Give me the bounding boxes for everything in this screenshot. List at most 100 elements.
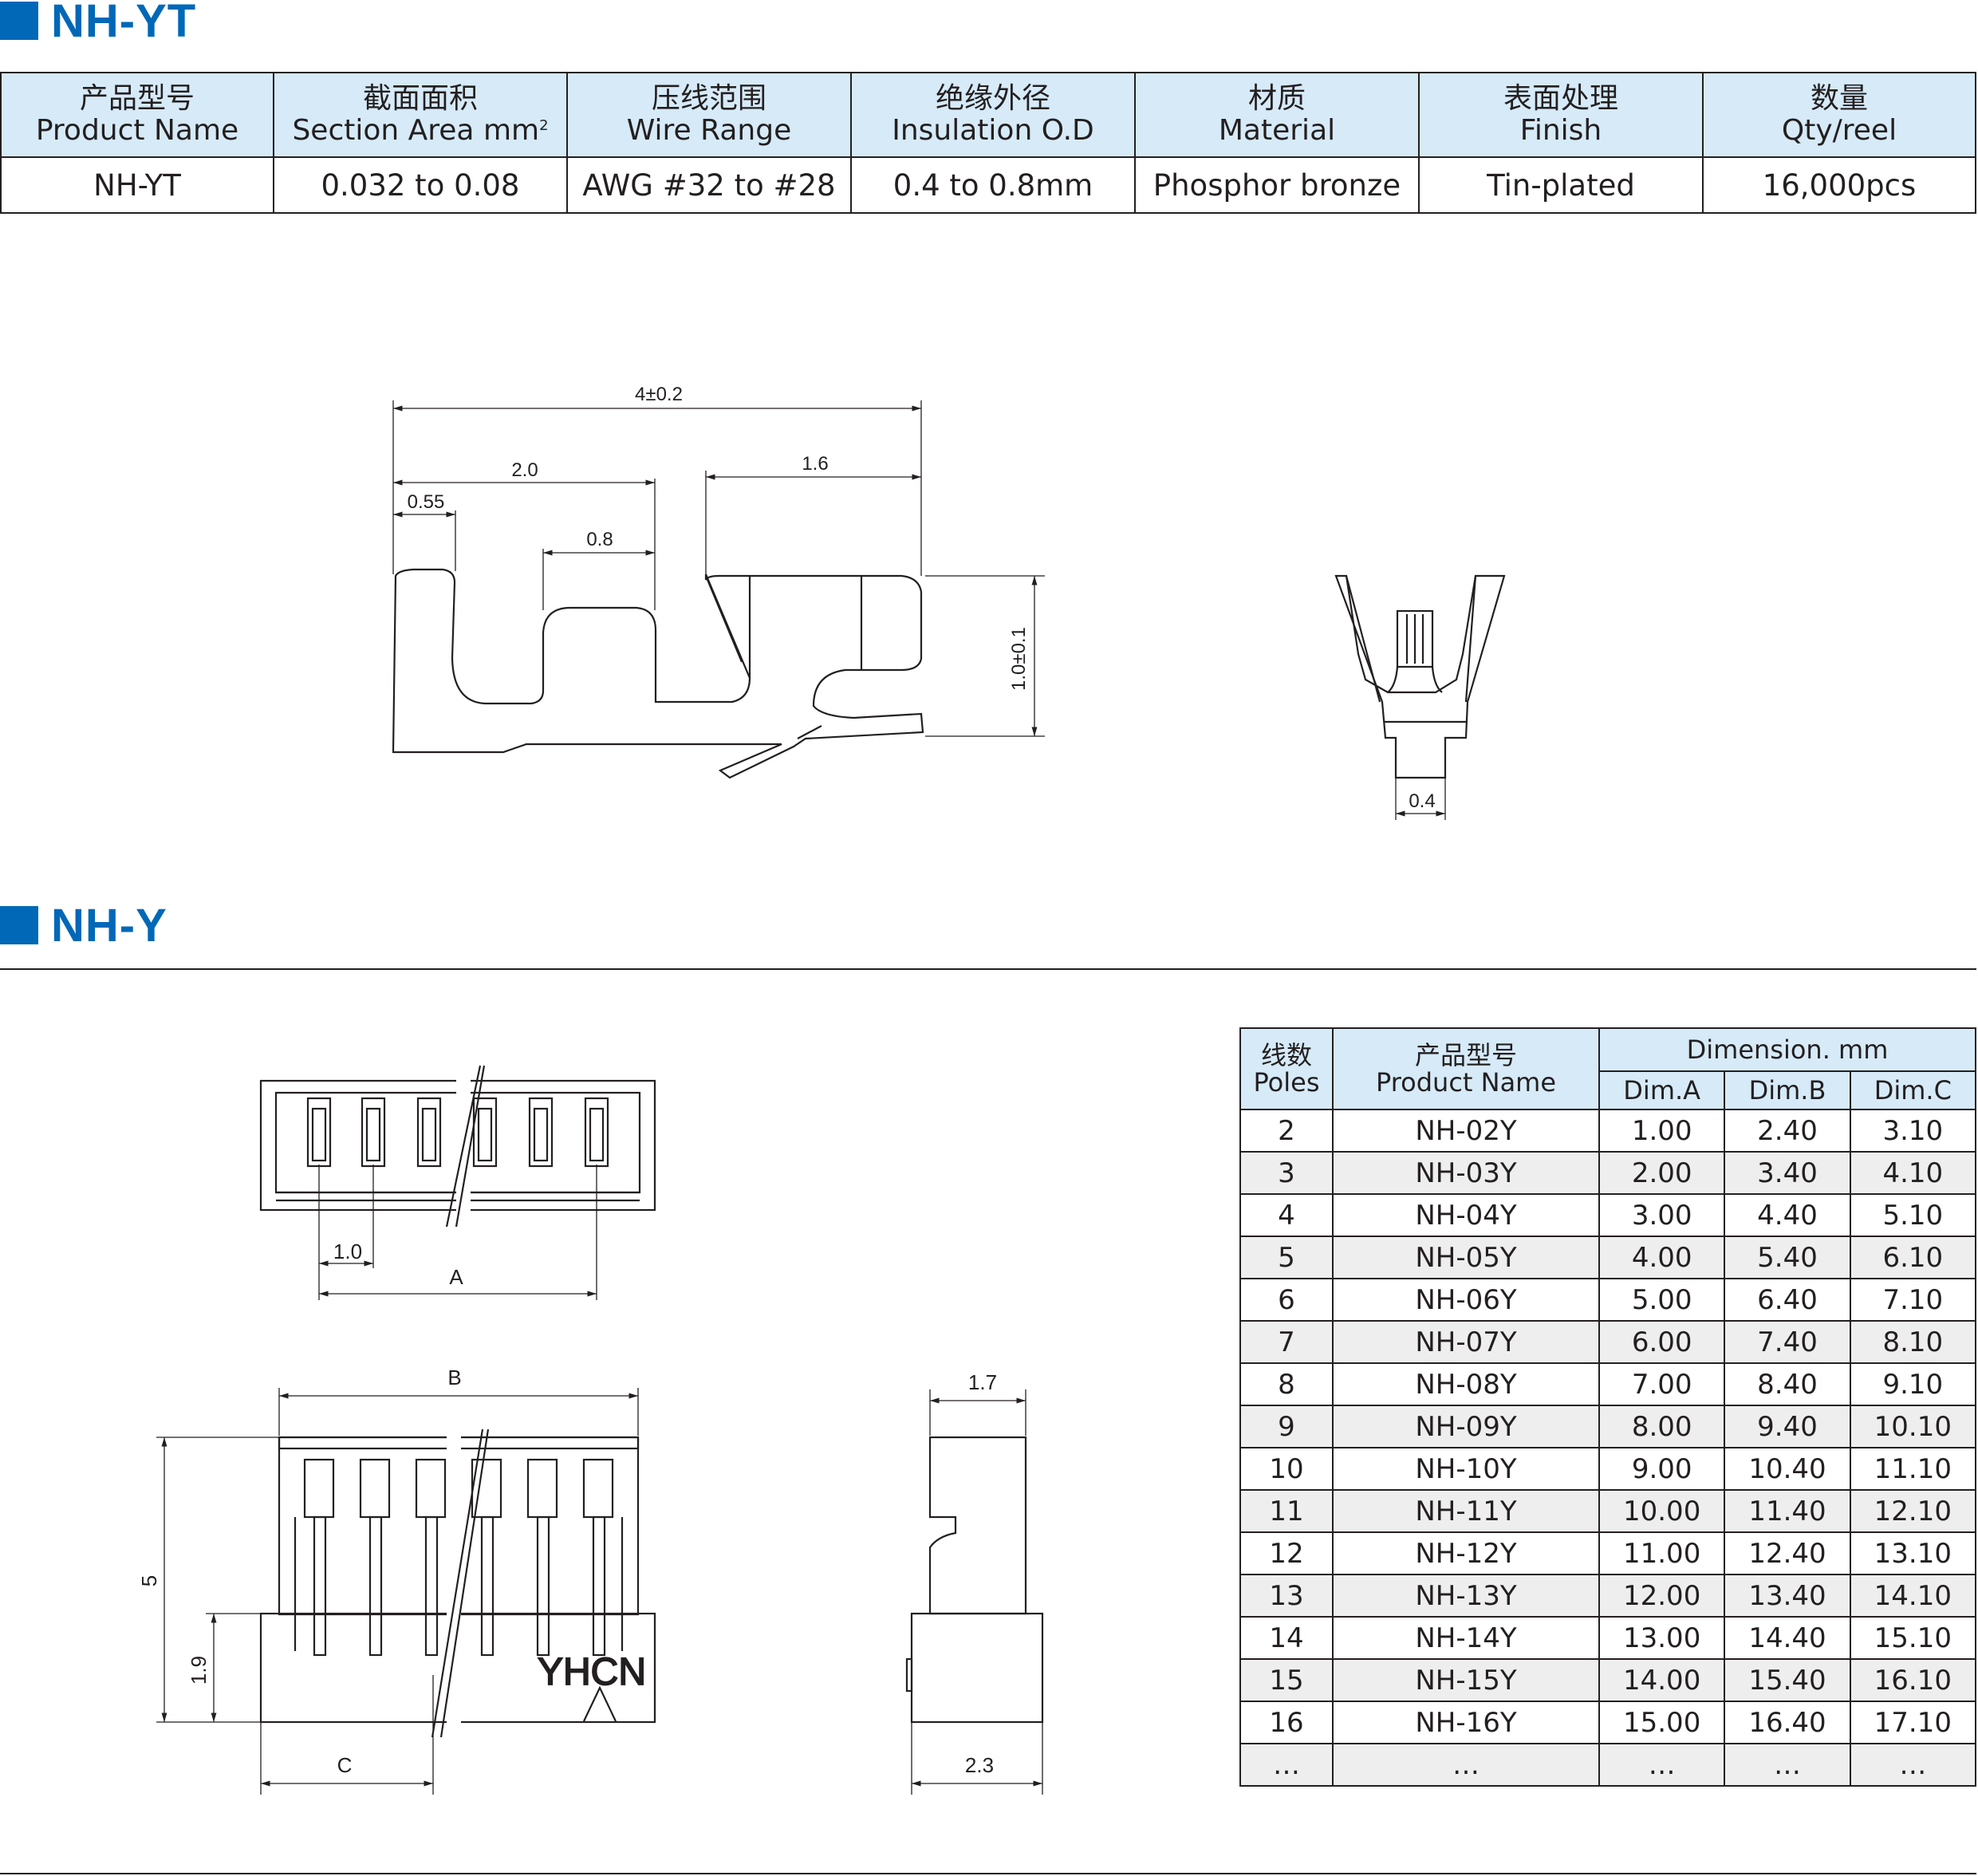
divider xyxy=(0,1873,1976,1874)
terminal-side-drawing: 4±0.2 2.0 1.6 0.55 0.8 1.0±0.1 xyxy=(392,384,1045,779)
dim-cell-b: 8.40 xyxy=(1724,1362,1851,1406)
dim-cell-b: 7.40 xyxy=(1724,1320,1851,1364)
dim-label-pitch: 1.0 xyxy=(333,1240,362,1263)
dim-label-b: 1.6 xyxy=(802,453,828,475)
dim-cell-a: 11.00 xyxy=(1598,1531,1726,1575)
dim-cell-poles: 3 xyxy=(1239,1151,1334,1195)
dim-cell-b: … xyxy=(1724,1743,1851,1787)
dim-cell-c: 5.10 xyxy=(1849,1193,1977,1237)
dim-cell-c: 17.10 xyxy=(1849,1701,1977,1744)
housing-brand-mark: YHCN xyxy=(538,1651,646,1693)
section-title-nh-y: NH-Y xyxy=(0,899,167,952)
dim-cell-product: NH-06Y xyxy=(1332,1278,1600,1322)
dim-cell-c: 11.10 xyxy=(1849,1447,1977,1491)
terminal-front-drawing: 0.4 xyxy=(1334,574,1506,820)
dim-cell-c: 10.10 xyxy=(1849,1405,1977,1448)
spec-data-row: NH-YT 0.032 to 0.08 AWG #32 to #28 0.4 t… xyxy=(0,156,1976,214)
dim-cell-a: 9.00 xyxy=(1598,1447,1726,1491)
dim-cell-a: 15.00 xyxy=(1598,1701,1726,1744)
dim-cell-poles: 12 xyxy=(1239,1531,1334,1575)
dim-cell-a: 10.00 xyxy=(1598,1489,1726,1533)
spec-cell-insulation-od: 0.4 to 0.8mm xyxy=(850,156,1136,214)
dim-cell-product: … xyxy=(1332,1743,1600,1787)
dim-label-h: 1.0±0.1 xyxy=(1008,627,1030,691)
dim-cell-poles: 2 xyxy=(1239,1109,1334,1153)
dim-header-b: Dim.B xyxy=(1724,1070,1851,1110)
dim-cell-poles: 15 xyxy=(1239,1658,1334,1702)
pin1-triangle-icon xyxy=(583,1685,617,1722)
dim-cell-product: NH-14Y xyxy=(1332,1616,1600,1660)
housing-side-base xyxy=(910,1612,1044,1724)
section-title-nh-yt: NH-YT xyxy=(0,0,196,47)
dim-cell-product: NH-03Y xyxy=(1332,1151,1600,1195)
dim-cell-a: 8.00 xyxy=(1598,1405,1726,1448)
dim-cell-c: 4.10 xyxy=(1849,1151,1977,1195)
dim-cell-poles: 9 xyxy=(1239,1405,1334,1448)
dim-cell-poles: 16 xyxy=(1239,1701,1334,1744)
housing-side-outline xyxy=(928,1436,1027,1615)
dim-cell-product: NH-08Y xyxy=(1332,1362,1600,1406)
dim-cell-c: 15.10 xyxy=(1849,1616,1977,1660)
dim-label-base-height: 1.9 xyxy=(187,1656,211,1685)
dim-label-w: 0.4 xyxy=(1409,790,1435,812)
dim-label-c: C xyxy=(337,1753,353,1777)
dim-cell-poles: 5 xyxy=(1239,1236,1334,1279)
dim-cell-a: 7.00 xyxy=(1598,1362,1726,1406)
dim-label-a: A xyxy=(449,1265,463,1289)
spec-cell-section-area: 0.032 to 0.08 xyxy=(273,156,568,214)
housing-side-view: 1.7 2.3 xyxy=(905,1370,1044,1795)
dim-cell-b: 12.40 xyxy=(1724,1531,1851,1575)
dim-cell-c: 12.10 xyxy=(1849,1489,1977,1533)
dim-cell-c: … xyxy=(1849,1743,1977,1787)
dim-cell-a: 3.00 xyxy=(1598,1193,1726,1237)
dim-cell-product: NH-07Y xyxy=(1332,1320,1600,1364)
dim-cell-a: 1.00 xyxy=(1598,1109,1726,1153)
dim-cell-poles: … xyxy=(1239,1743,1334,1787)
dim-cell-b: 2.40 xyxy=(1724,1109,1851,1153)
dim-cell-b: 10.40 xyxy=(1724,1447,1851,1491)
section-title-text: NH-Y xyxy=(51,899,167,952)
dim-cell-b: 16.40 xyxy=(1724,1701,1851,1744)
dim-cell-a: 13.00 xyxy=(1598,1616,1726,1660)
dim-cell-b: 13.40 xyxy=(1724,1574,1851,1618)
dim-cell-a: 4.00 xyxy=(1598,1236,1726,1279)
spec-cell-material: Phosphor bronze xyxy=(1134,156,1420,214)
section-marker xyxy=(0,2,38,40)
dim-cell-a: 6.00 xyxy=(1598,1320,1726,1364)
dim-cell-poles: 7 xyxy=(1239,1320,1334,1364)
dim-cell-c: 14.10 xyxy=(1849,1574,1977,1618)
dim-label-c: 0.55 xyxy=(408,491,445,513)
dim-cell-product: NH-16Y xyxy=(1332,1701,1600,1744)
housing-front-contacts xyxy=(294,1458,624,1657)
dim-cell-product: NH-10Y xyxy=(1332,1447,1600,1491)
terminal-edge xyxy=(797,725,822,739)
spec-cell-qty: 16,000pcs xyxy=(1702,156,1976,214)
dim-label-total: 4±0.2 xyxy=(635,384,683,405)
dim-subheader-row: Dim.A Dim.B Dim.C xyxy=(1240,1070,1977,1110)
dim-header-a: Dim.A xyxy=(1598,1070,1726,1110)
dim-cell-b: 15.40 xyxy=(1724,1658,1851,1702)
dim-cell-poles: 8 xyxy=(1239,1362,1334,1406)
dim-label-a: 2.0 xyxy=(511,459,538,481)
dim-cell-c: 7.10 xyxy=(1849,1278,1977,1322)
